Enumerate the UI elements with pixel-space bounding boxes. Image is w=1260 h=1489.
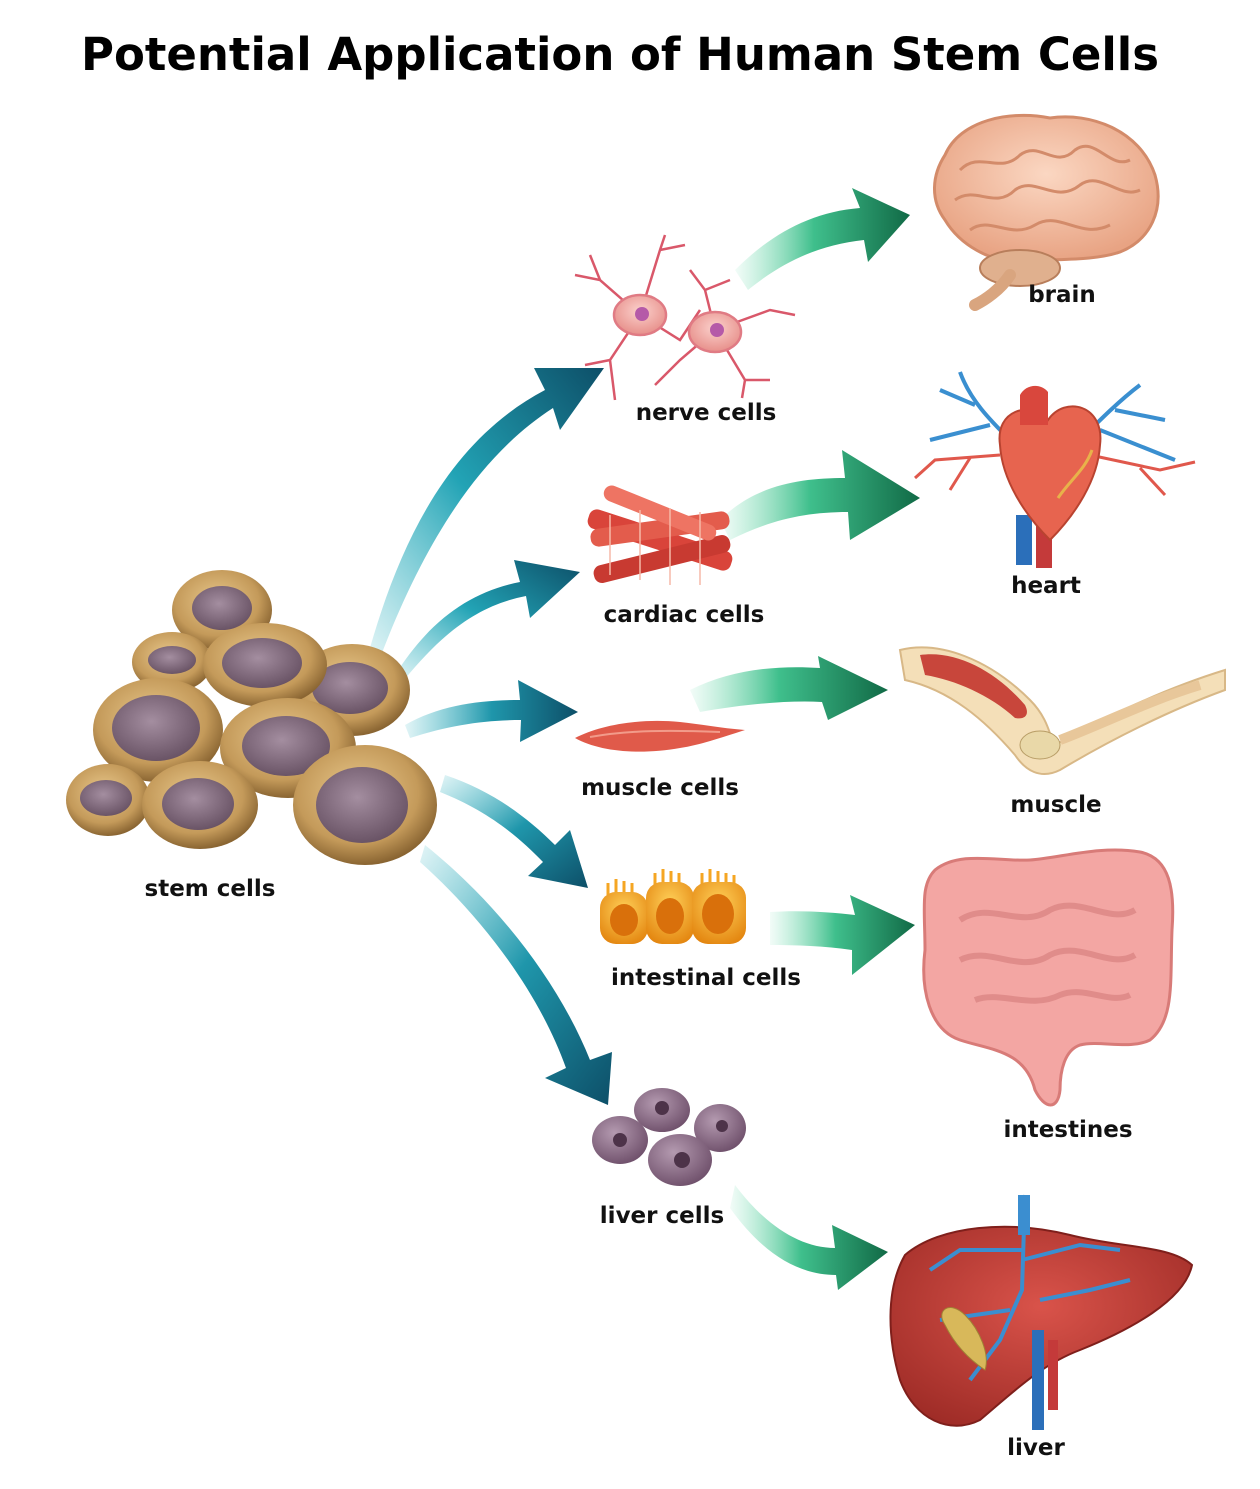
intestines-illustration	[922, 848, 1175, 1107]
muscle-cells-illustration	[575, 720, 745, 752]
brain-illustration	[933, 113, 1160, 311]
teal-arrows	[368, 368, 612, 1105]
green-arrows	[690, 188, 920, 1290]
label-stem-cells: stem cells	[144, 876, 276, 902]
label-cardiac-cells: cardiac cells	[603, 602, 765, 628]
intestinal-cells-illustration	[600, 869, 746, 944]
label-intestinal-cells: intestinal cells	[611, 965, 801, 991]
arrow-to-intestines	[770, 895, 915, 975]
arrow-to-heart	[720, 450, 920, 540]
arrow-to-intestinal-cells	[440, 775, 588, 888]
liver-illustration	[889, 1194, 1194, 1430]
cardiac-cells-illustration	[587, 485, 733, 585]
label-brain: brain	[1028, 282, 1096, 308]
diagram-title: Potential Application of Human Stem Cell…	[80, 28, 1160, 81]
label-liver: liver	[1007, 1435, 1065, 1461]
muscle-illustration	[898, 646, 1226, 775]
heart-illustration	[913, 371, 1196, 568]
label-muscle-cells: muscle cells	[581, 775, 739, 801]
label-nerve-cells: nerve cells	[635, 400, 777, 426]
arrow-to-muscle-cells	[405, 680, 578, 742]
arrow-to-liver-cells	[420, 845, 612, 1105]
arrow-to-nerve-cells	[368, 368, 604, 658]
label-muscle: muscle	[1010, 792, 1102, 818]
arrow-to-cardiac-cells	[395, 560, 580, 680]
arrow-to-muscle	[690, 656, 888, 720]
stem-cells-illustration	[66, 570, 437, 865]
arrow-to-liver	[730, 1185, 888, 1290]
arrow-to-brain	[735, 188, 910, 290]
label-liver-cells: liver cells	[599, 1203, 725, 1229]
label-heart: heart	[1011, 573, 1081, 599]
label-intestines: intestines	[1003, 1117, 1133, 1143]
nerve-cells-illustration	[574, 234, 796, 401]
liver-cells-illustration	[592, 1088, 746, 1186]
